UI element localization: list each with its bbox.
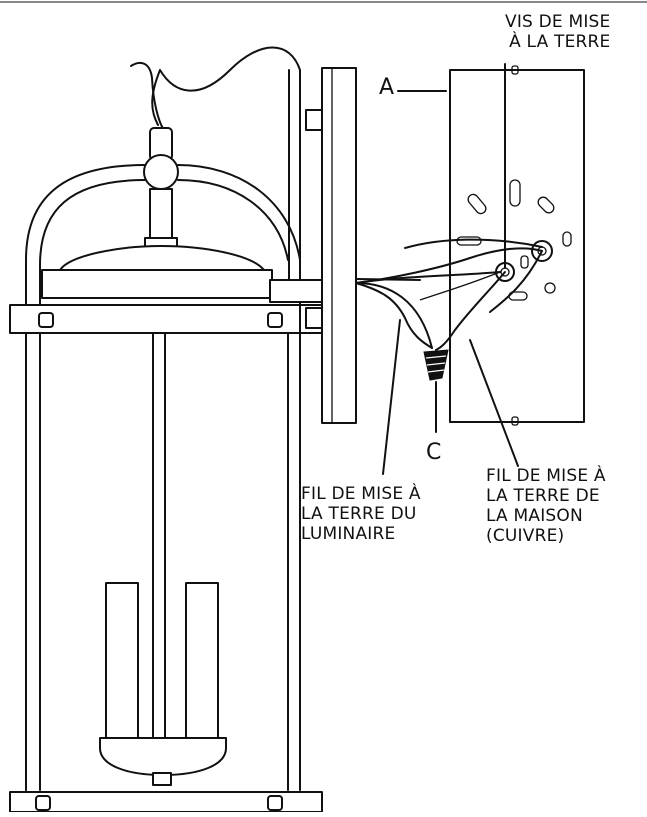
wire-to-screw	[355, 271, 501, 284]
label-fixture-ground-line-2: LA TERRE DU	[301, 504, 417, 524]
bottom-bolt-right	[267, 795, 283, 811]
cage-arch-left-outer	[25, 164, 146, 791]
box-slot-7	[520, 255, 529, 269]
stem	[149, 188, 173, 245]
label-house-ground-wire: FIL DE MISE À LA TERRE DE LA MAISON (CUI…	[486, 466, 606, 546]
leader-house-ground	[469, 339, 519, 467]
label-fixture-ground-line-3: LUMINAIRE	[301, 524, 396, 544]
hanging-ball	[143, 154, 179, 190]
crossbar-bolt-left	[38, 312, 54, 328]
cage-arch-left-inner	[39, 179, 146, 791]
junction-box	[449, 65, 585, 426]
label-a: A	[379, 75, 395, 100]
wire-supply-arc	[404, 238, 543, 249]
lantern-fixture	[9, 46, 323, 813]
leader-lines	[382, 63, 519, 475]
cage-arch-right-outer	[177, 164, 301, 261]
label-house-ground-line-3: LA MAISON	[486, 506, 583, 526]
label-ground-screw: VIS DE MISE À LA TERRE	[505, 12, 611, 52]
canopy-ring	[41, 269, 273, 299]
wire-house-ground	[435, 271, 506, 351]
candle-sleeve-right	[185, 582, 219, 744]
backplate	[321, 67, 357, 424]
cage-arch-right-inner	[177, 179, 289, 261]
cup-finial	[152, 772, 172, 786]
hook-curl	[130, 61, 166, 133]
wire-supply-top	[355, 247, 543, 284]
backplate-nipple	[269, 279, 323, 303]
candle-cup	[99, 737, 227, 776]
leader-fixture-ground	[382, 319, 401, 475]
label-house-ground-line-1: FIL DE MISE À	[486, 466, 606, 486]
wire-connector	[423, 349, 449, 381]
candle-sleeve-left	[105, 582, 139, 744]
label-house-ground-line-4: (CUIVRE)	[486, 526, 565, 546]
wire-fixture-ground-2	[355, 282, 433, 349]
box-slot-3	[537, 196, 555, 214]
label-house-ground-line-2: LA TERRE DE	[486, 486, 600, 506]
bottom-bolt-left	[35, 795, 51, 811]
hook-arm	[151, 46, 301, 301]
box-slot-4	[562, 231, 572, 247]
box-slot-1	[509, 179, 521, 207]
box-slot-2	[467, 193, 487, 215]
label-ground-screw-line-1: VIS DE MISE	[505, 12, 611, 32]
wire-fixture-ground	[355, 282, 433, 349]
label-fixture-ground-line-1: FIL DE MISE À	[301, 484, 421, 504]
box-tab-top	[511, 65, 519, 75]
wire-thin	[419, 271, 501, 301]
label-ground-screw-line-2: À LA TERRE	[509, 32, 611, 52]
junction-box-body	[449, 69, 585, 423]
box-slot-5	[456, 236, 482, 246]
label-fixture-ground-wire: FIL DE MISE À LA TERRE DU LUMINAIRE	[301, 484, 421, 544]
canopy-dome	[59, 245, 265, 271]
wall-mount	[269, 67, 357, 424]
wires	[355, 238, 543, 351]
label-c: C	[426, 440, 442, 465]
box-tab-bottom	[511, 416, 519, 426]
crossbar-bolt-right	[267, 312, 283, 328]
wire-house-ground-2	[489, 250, 543, 313]
box-hole-1	[544, 282, 556, 294]
